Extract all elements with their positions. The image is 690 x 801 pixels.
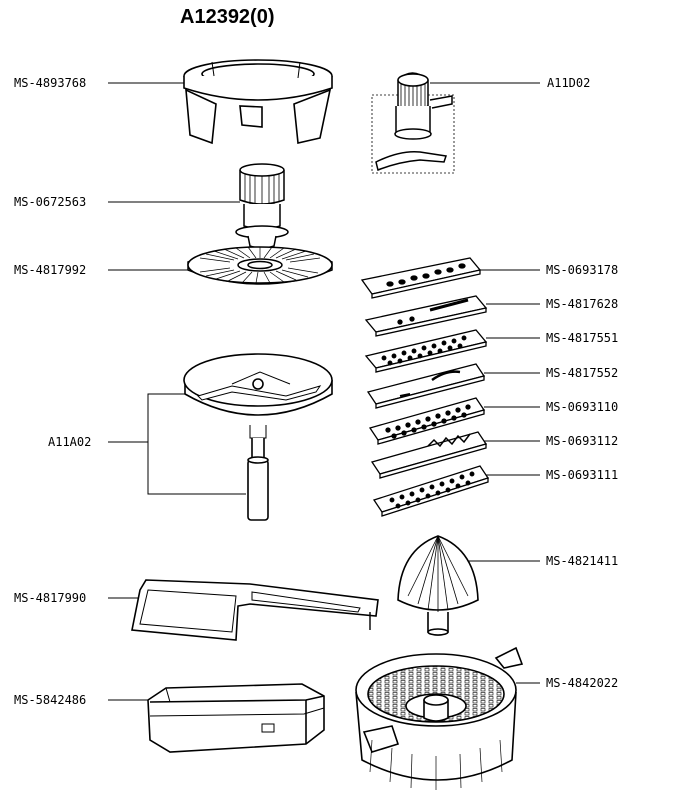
label-ring: MS-4893768 [14, 76, 87, 90]
label-blade-5: MS-0693110 [546, 400, 619, 414]
leader-assembly-bracket [147, 393, 246, 495]
label-pusher: MS-4817990 [14, 591, 87, 605]
blade-4-part [366, 363, 486, 409]
label-assembly: A11A02 [48, 435, 92, 449]
juicer-cone-part [397, 535, 479, 636]
label-bowl: MS-4842022 [546, 676, 619, 690]
blade-7-part [372, 465, 490, 517]
blade-2-part [364, 295, 488, 337]
citrus-bowl-part [355, 646, 524, 790]
label-blade-4: MS-4817552 [546, 366, 619, 380]
pusher-spatula-part [131, 579, 379, 641]
leader-lines [108, 82, 540, 701]
blade-1-part [360, 257, 482, 299]
label-blade-1: MS-0693178 [546, 263, 619, 277]
blade-5-part [368, 397, 486, 445]
label-blade-2: MS-4817628 [546, 297, 619, 311]
storage-box-part [147, 683, 325, 753]
blade-6-part [370, 431, 488, 479]
shaft-part [235, 163, 289, 249]
slicer-disc-assembly-part [183, 353, 333, 521]
label-shaft: MS-0672563 [14, 195, 87, 209]
knife-part [371, 72, 455, 174]
label-disc: MS-4817992 [14, 263, 87, 277]
label-blade-3: MS-4817551 [546, 331, 619, 345]
label-knife: A11D02 [547, 76, 591, 90]
label-blade-6: MS-0693112 [546, 434, 619, 448]
label-box: MS-5842486 [14, 693, 87, 707]
ring-holder-part [183, 59, 333, 145]
label-blade-7: MS-0693111 [546, 468, 619, 482]
diagram-title: A12392(0) [180, 6, 275, 28]
label-cone: MS-4821411 [546, 554, 619, 568]
blade-3-part [364, 329, 488, 373]
serrated-disc-part [187, 246, 333, 285]
